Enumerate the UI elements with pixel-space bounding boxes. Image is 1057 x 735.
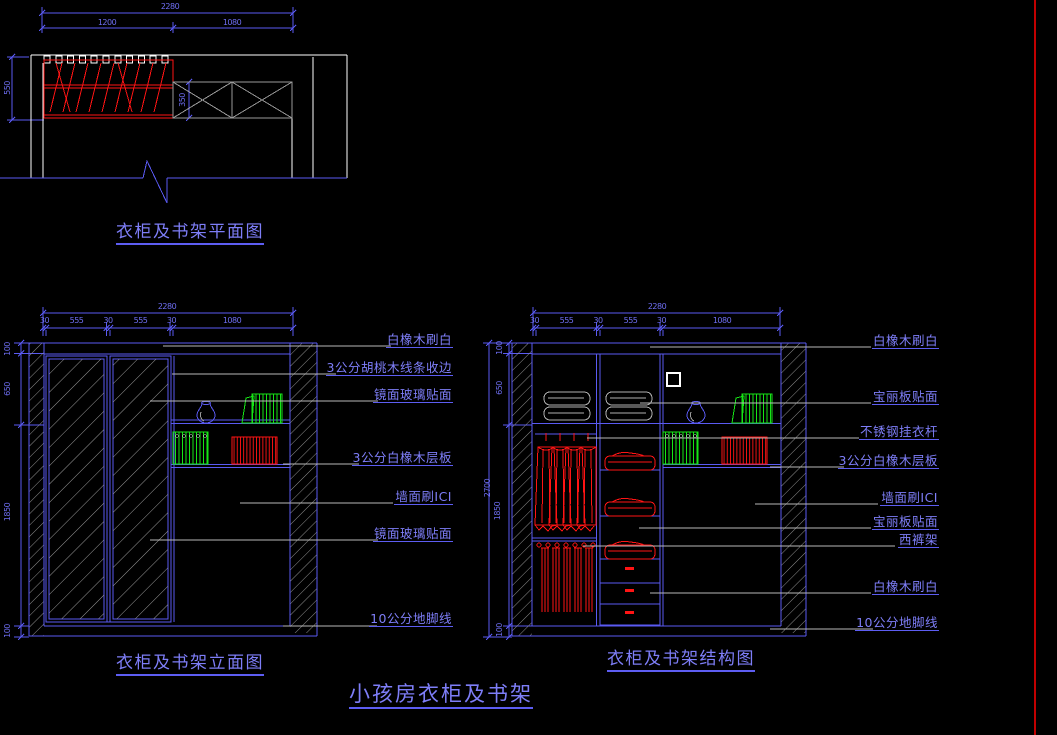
structure-dim-total-height: 2700 (483, 478, 492, 498)
plan-walls (30, 54, 348, 178)
material-label: 3公分白橡木层板 (351, 450, 453, 466)
material-label: 白橡木刷白 (871, 579, 939, 595)
material-label: 镜面玻璃贴面 (372, 387, 453, 403)
structure-elevation-drawing (483, 307, 895, 641)
plan-view-drawing (0, 7, 348, 204)
material-label: 西裤架 (897, 532, 939, 548)
material-label: 不锈钢挂衣杆 (858, 424, 939, 440)
front-elevation-title: 衣柜及书架立面图 (116, 654, 264, 676)
folded-items-middle (604, 451, 656, 560)
material-label: 墙面刷ICI (880, 490, 939, 506)
structure-dim-height: 100 (495, 623, 504, 637)
structure-dim-height: 100 (495, 341, 504, 355)
mirror-door-left (49, 359, 104, 619)
material-label: 10公分地脚线 (369, 611, 453, 627)
front-dim-height: 650 (3, 382, 12, 396)
structure-dim-seg: 1080 (712, 316, 732, 325)
left-wall-hatch (512, 343, 532, 636)
material-label: 3公分白橡木层板 (837, 453, 939, 469)
front-dim-seg: 30 (166, 316, 177, 325)
structure-dim-seg: 30 (529, 316, 540, 325)
plan-view-title: 衣柜及书架平面图 (116, 223, 264, 245)
material-label: 镜面玻璃贴面 (372, 526, 453, 542)
plan-dim-left: 1200 (97, 18, 117, 27)
left-wall-hatch (29, 343, 44, 636)
plan-dim-right: 1080 (222, 18, 242, 27)
plan-breakline (0, 159, 347, 204)
plan-dim-overall: 2280 (160, 2, 180, 11)
material-label: 白橡木刷白 (871, 333, 939, 349)
front-dim-seg: 555 (69, 316, 84, 325)
front-dim-height: 1850 (3, 502, 12, 522)
hanging-clothes (534, 433, 597, 532)
material-label: 白橡木刷白 (385, 332, 453, 348)
trouser-rack (536, 542, 596, 612)
right-wall-hatch (290, 343, 317, 633)
material-label: 宝丽板贴面 (871, 514, 939, 530)
structure-dim-seg: 30 (656, 316, 667, 325)
material-label: 3公分胡桃木线条收边 (325, 360, 453, 376)
structure-dimensions (483, 307, 784, 641)
structure-dim-seg: 555 (559, 316, 574, 325)
front-elevation-drawing (14, 307, 393, 641)
front-leader-lines (150, 345, 393, 627)
right-wall-hatch (781, 343, 806, 633)
drawer-handles (625, 567, 634, 614)
structure-dim-seg: 30 (593, 316, 603, 325)
front-dim-seg: 30 (39, 316, 50, 325)
drawing-main-title: 小孩房衣柜及书架 (349, 683, 533, 709)
plan-dim-shelf-depth: 350 (178, 93, 187, 107)
structure-dim-height: 1850 (493, 501, 502, 521)
material-label: 10公分地脚线 (855, 615, 939, 631)
front-dim-seg: 1080 (222, 316, 242, 325)
structure-dim-overall: 2280 (647, 302, 667, 311)
cursor-pickbox (666, 372, 681, 387)
front-dim-overall: 2280 (157, 302, 177, 311)
structure-elevation-title: 衣柜及书架结构图 (607, 650, 755, 672)
front-dim-seg: 30 (103, 316, 113, 325)
front-dim-height: 100 (3, 342, 12, 356)
structure-dim-seg: 555 (623, 316, 638, 325)
front-dim-seg: 555 (133, 316, 148, 325)
plan-wardrobe-hangers (43, 59, 174, 119)
plan-bookshelf (172, 81, 293, 119)
plan-dim-depth: 550 (3, 81, 12, 95)
mirror-door-right (113, 359, 168, 619)
front-dim-height: 100 (3, 624, 12, 638)
folded-clothes (543, 391, 653, 421)
material-label: 墙面刷ICI (394, 489, 453, 505)
material-label: 宝丽板贴面 (871, 389, 939, 405)
structure-dim-height: 650 (495, 381, 504, 395)
structure-leader-lines (583, 346, 895, 630)
plan-dimensions (7, 7, 297, 124)
